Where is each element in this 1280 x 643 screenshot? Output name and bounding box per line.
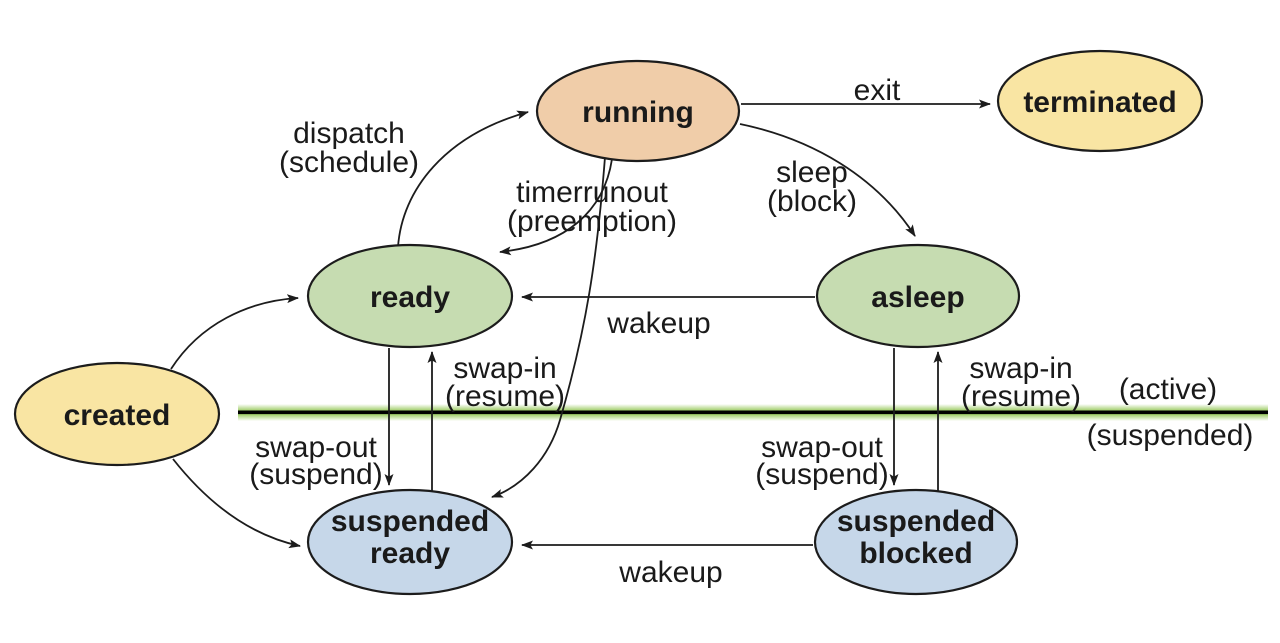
edge-label-dispatch-line2: (schedule)	[279, 146, 419, 179]
edge-label-exit: exit	[854, 74, 901, 107]
edge-sleep-running-to-asleep	[739, 123, 916, 237]
edge-label-swap-in-blocked-line2: (resume)	[961, 380, 1081, 413]
edge-label-swap-in-ready-line1: swap-in	[453, 352, 556, 385]
state-suspended-blocked-label-line1: suspended	[837, 505, 995, 538]
state-running	[535, 59, 741, 163]
edge-label-wakeup-suspended: wakeup	[618, 556, 722, 589]
edge-label-swap-out-blocked-line1: swap-out	[761, 431, 883, 464]
edge-labels: dispatch (schedule) timerrunout (preempt…	[249, 74, 1253, 589]
edge-label-dispatch-line1: dispatch	[293, 117, 405, 150]
state-ready-label: ready	[370, 281, 450, 314]
edge-running-to-suspended-ready	[491, 156, 606, 498]
edge-label-timerrunout-line2: (preemption)	[507, 205, 677, 238]
divider-label-suspended: (suspended)	[1087, 419, 1254, 452]
state-running-label: running	[582, 96, 694, 129]
edge-label-timerrunout-line1: timerrunout	[516, 176, 668, 209]
edge-label-swap-out-ready-line1: swap-out	[255, 431, 377, 464]
edge-label-wakeup-active: wakeup	[606, 307, 710, 340]
state-labels: running terminated ready asleep created …	[64, 86, 1177, 570]
edge-label-sleep-line1: sleep	[776, 156, 848, 189]
edge-label-swap-out-ready-line2: (suspend)	[249, 458, 382, 491]
edge-timerrunout-running-to-ready	[499, 158, 613, 256]
state-suspended-ready-label-line2: ready	[370, 537, 450, 570]
state-nodes	[13, 49, 1204, 596]
transition-edges	[170, 99, 991, 550]
edge-created-to-suspended-ready	[172, 458, 301, 549]
edge-dispatch-ready-to-running	[397, 110, 529, 248]
state-suspended-blocked	[813, 488, 1019, 596]
state-asleep-label: asleep	[871, 281, 964, 314]
state-asleep	[815, 243, 1021, 349]
edge-label-swap-in-ready-line2: (resume)	[445, 380, 565, 413]
state-suspended-blocked-label-line2: blocked	[859, 537, 972, 570]
state-created-label: created	[64, 399, 171, 432]
edge-label-sleep-line2: (block)	[767, 185, 857, 218]
edge-label-swap-in-blocked-line1: swap-in	[969, 352, 1072, 385]
state-suspended-ready-label-line1: suspended	[331, 505, 489, 538]
edge-label-swap-out-blocked-line2: (suspend)	[755, 458, 888, 491]
edge-created-to-ready	[170, 294, 299, 370]
state-created	[13, 361, 221, 467]
active-suspended-divider	[238, 404, 1268, 421]
state-terminated	[996, 49, 1204, 153]
state-terminated-label: terminated	[1023, 86, 1176, 119]
divider-core-line	[238, 410, 1268, 415]
state-suspended-ready	[306, 488, 514, 596]
state-ready	[306, 243, 514, 349]
divider-label-active: (active)	[1119, 373, 1217, 406]
